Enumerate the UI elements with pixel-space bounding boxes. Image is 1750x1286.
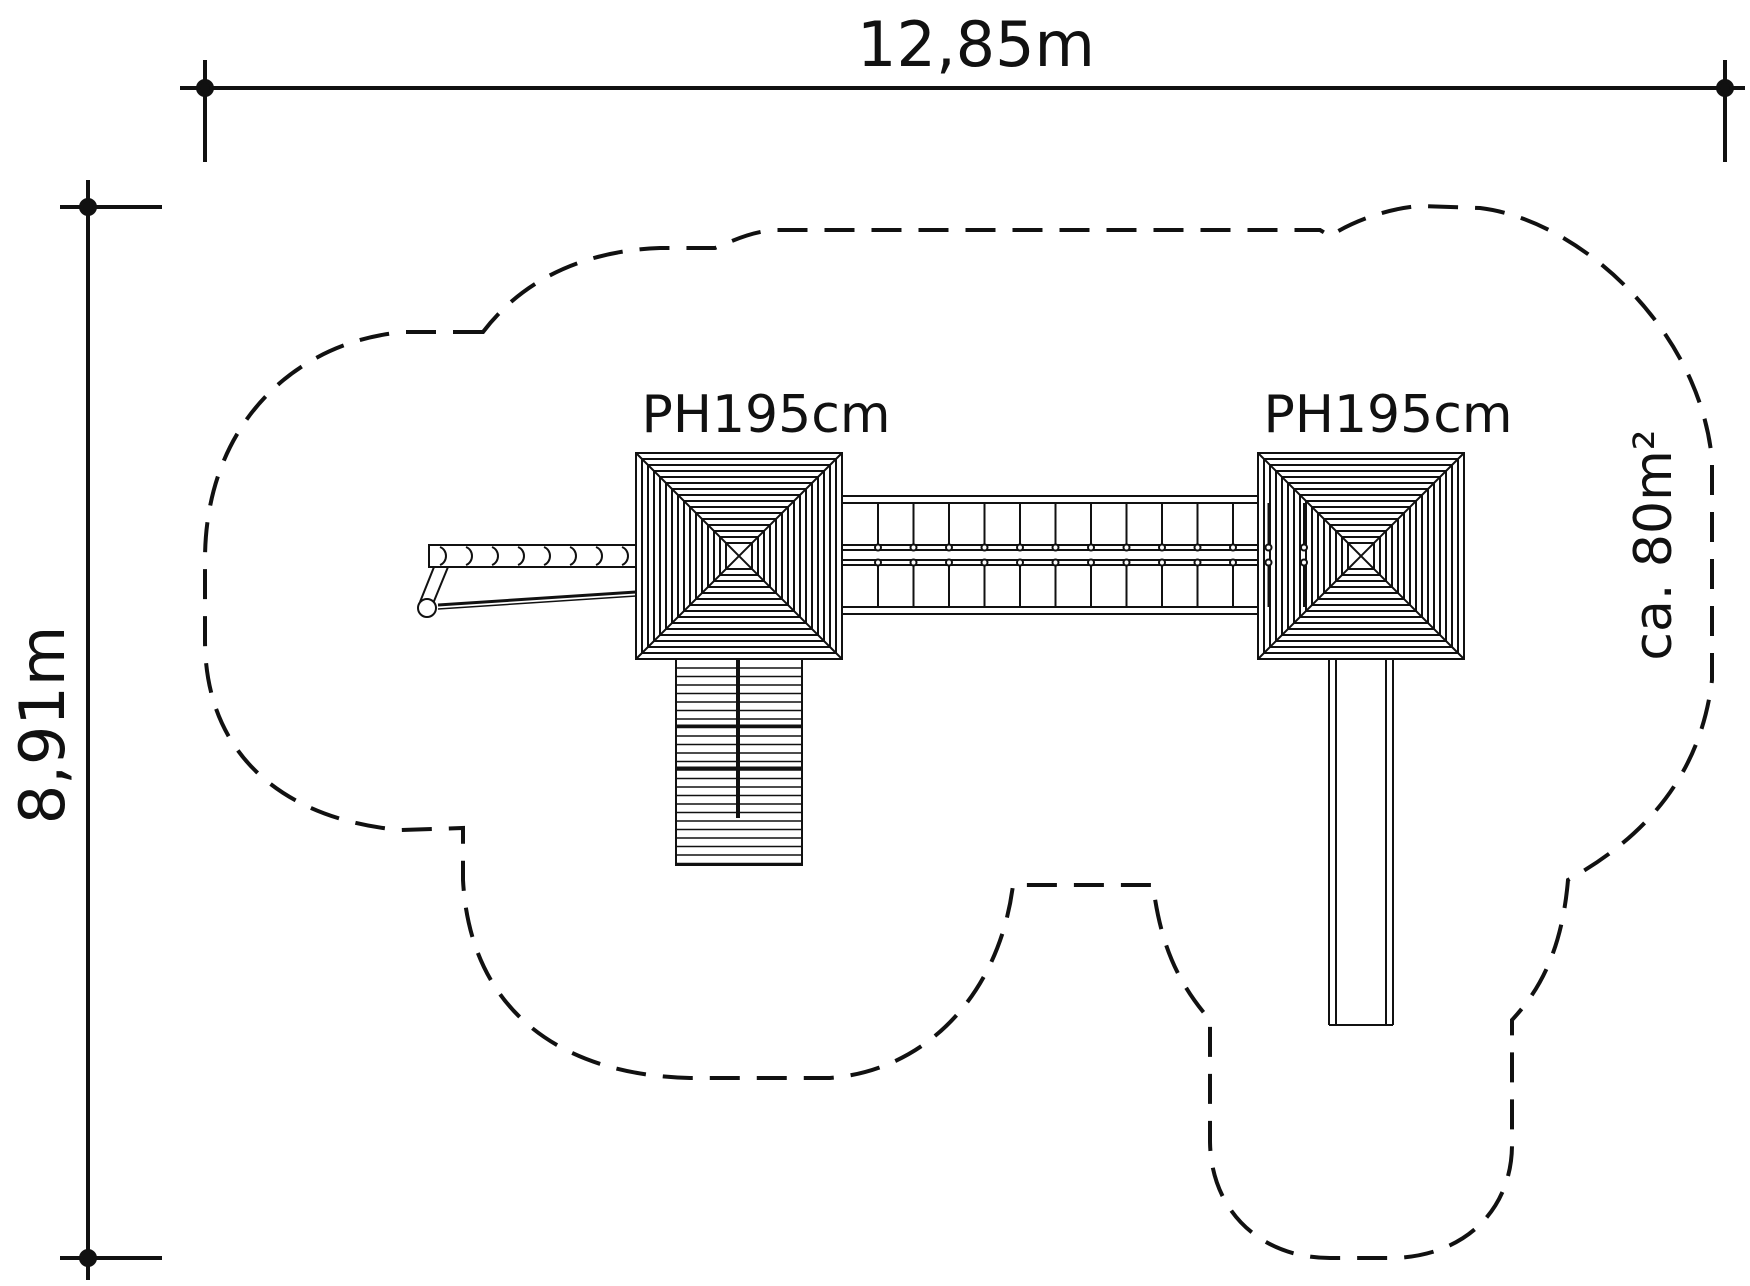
monkey-bar-rung: [621, 546, 629, 566]
monkey-bar-rung: [595, 546, 603, 566]
tower-left: [635, 452, 843, 660]
bridge-knot: [1051, 543, 1060, 552]
bridge-knot: [945, 558, 953, 567]
bridge-knot: [1193, 543, 1202, 552]
width-label: 12,85m: [857, 8, 1095, 81]
monkey-bar-rung: [439, 546, 447, 566]
bridge-knot: [1122, 543, 1131, 552]
monkey-bar-rung: [543, 546, 551, 566]
monkey-bar-rung: [491, 546, 499, 566]
bridge-knot: [945, 543, 953, 552]
bridge-knot: [1087, 543, 1095, 552]
safety-zone-outline: [203, 203, 1714, 1260]
bridge-knot: [909, 543, 918, 552]
bridge: [841, 495, 1259, 615]
bridge-knot: [980, 543, 989, 552]
bridge-knot: [1229, 543, 1237, 552]
bridge-knot: [1158, 558, 1166, 567]
tower-left-height-label: PH195cm: [642, 385, 891, 445]
bridge-knot: [1264, 543, 1273, 552]
bridge-knot: [980, 558, 989, 567]
width-dimension: [180, 60, 1745, 162]
ramp-slats: [676, 667, 802, 865]
bridge-knot: [1016, 543, 1024, 552]
bridge-knot: [874, 543, 882, 552]
tower-right: [1257, 452, 1465, 660]
monkey-bar-rung: [465, 546, 473, 566]
bridge-knot: [1300, 558, 1308, 567]
monkey-bar-rungs: [439, 546, 629, 566]
bridge-knot: [1158, 543, 1166, 552]
bridge-slats: [874, 503, 1308, 607]
bridge-knot: [1193, 558, 1202, 567]
bridge-knot: [1229, 558, 1237, 567]
bridge-knot: [1264, 558, 1273, 567]
monkey-bar-rung: [517, 546, 525, 566]
bridge-knot: [909, 558, 918, 567]
bridge-knot: [1300, 543, 1308, 552]
depth-dimension: [60, 180, 162, 1280]
monkey-bar-rung: [569, 546, 577, 566]
area-label: ca. 80m²: [1624, 429, 1684, 660]
depth-label: 8,91m: [6, 626, 79, 824]
bridge-knot: [1087, 558, 1095, 567]
bridge-knot: [874, 558, 882, 567]
bridge-knot: [1051, 558, 1060, 567]
bridge-knot: [1016, 558, 1024, 567]
slide: [1328, 659, 1394, 1026]
tower-right-height-label: PH195cm: [1264, 385, 1513, 445]
bridge-knot: [1122, 558, 1131, 567]
monkey-bars: [417, 544, 637, 618]
